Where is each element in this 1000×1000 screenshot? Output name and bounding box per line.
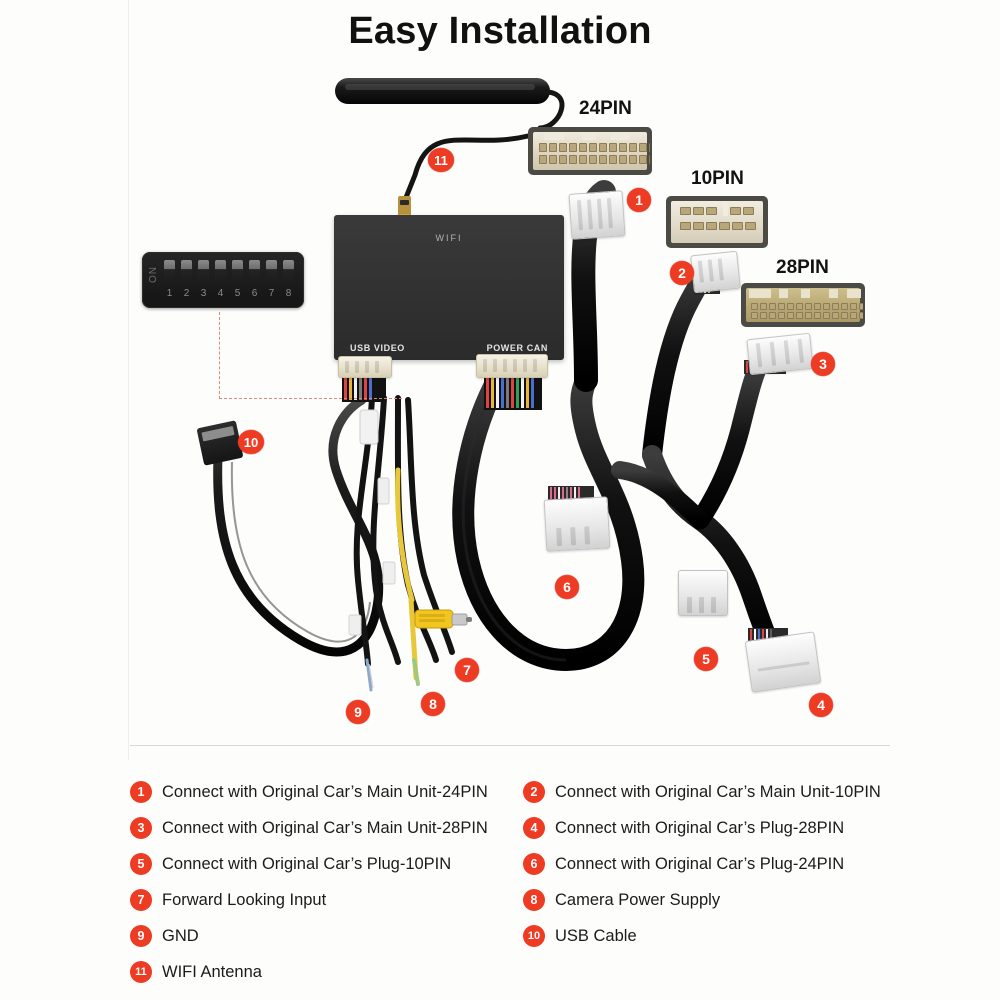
legend-text-1: Connect with Original Car’s Main Unit-24… bbox=[162, 782, 488, 801]
module-usb-video-shell bbox=[338, 356, 392, 378]
callout-badge-6[interactable]: 6 bbox=[555, 575, 579, 599]
dip-switch-number-4: 4 bbox=[217, 288, 224, 299]
diagram-area: WIFI USB VIDEO POWER CAN ON 1 2 3 4 5 6 … bbox=[142, 78, 865, 724]
left-frame-rule bbox=[128, 0, 129, 760]
control-module-box: WIFI USB VIDEO POWER CAN bbox=[334, 215, 564, 360]
legend-badge-10: 10 bbox=[523, 925, 545, 947]
legend-text-11: WIFI Antenna bbox=[162, 962, 262, 981]
dip-switch-lever-3[interactable] bbox=[198, 260, 209, 286]
legend-separator-rule bbox=[130, 745, 890, 746]
dip-switch-number-7: 7 bbox=[268, 288, 275, 299]
legend-item-11: 11 WIFI Antenna bbox=[130, 961, 262, 983]
legend-text-3: Connect with Original Car’s Main Unit-28… bbox=[162, 818, 488, 837]
callout-badge-10[interactable]: 10 bbox=[238, 430, 264, 454]
harness-shell-1 bbox=[568, 190, 626, 240]
legend-badge-9: 9 bbox=[130, 925, 152, 947]
dip-switch-lever-8[interactable] bbox=[283, 260, 294, 286]
dip-switch-lever-2[interactable] bbox=[181, 260, 192, 286]
connector-10pin bbox=[666, 196, 768, 248]
module-usb-video-label: USB VIDEO bbox=[350, 343, 405, 353]
callout-badge-5[interactable]: 5 bbox=[694, 647, 718, 671]
legend-badge-6: 6 bbox=[523, 853, 545, 875]
harness-shell-5 bbox=[678, 570, 728, 616]
legend-item-2: 2 Connect with Original Car’s Main Unit-… bbox=[523, 781, 881, 803]
wire-bundle-6 bbox=[548, 486, 594, 500]
legend-item-4: 4 Connect with Original Car’s Plug-28PIN bbox=[523, 817, 844, 839]
dip-switch-number-8: 8 bbox=[285, 288, 292, 299]
module-power-shell bbox=[476, 354, 548, 378]
legend-text-10: USB Cable bbox=[555, 926, 637, 945]
callout-badge-7[interactable]: 7 bbox=[455, 658, 479, 682]
module-power-can-label: POWER CAN bbox=[486, 343, 548, 353]
legend-text-6: Connect with Original Car’s Plug-24PIN bbox=[555, 854, 845, 873]
legend-badge-3: 3 bbox=[130, 817, 152, 839]
legend: 1 Connect with Original Car’s Main Unit-… bbox=[0, 758, 1000, 1000]
camera-power-tip bbox=[408, 597, 420, 686]
usb-a-connector bbox=[196, 420, 244, 466]
dip-switch-on-label: ON bbox=[148, 266, 159, 283]
legend-badge-4: 4 bbox=[523, 817, 545, 839]
callout-badge-3[interactable]: 3 bbox=[811, 352, 835, 376]
dip-switch-number-5: 5 bbox=[234, 288, 241, 299]
label-10pin: 10PIN bbox=[691, 168, 744, 189]
callout-badge-4[interactable]: 4 bbox=[809, 693, 833, 717]
legend-text-2: Connect with Original Car’s Main Unit-10… bbox=[555, 782, 881, 801]
legend-badge-8: 8 bbox=[523, 889, 545, 911]
harness-to-10pin bbox=[642, 258, 720, 465]
callout-badge-9[interactable]: 9 bbox=[346, 700, 370, 724]
page-title: Easy Installation bbox=[348, 10, 652, 52]
wifi-antenna bbox=[335, 78, 550, 104]
connector-24pin bbox=[528, 127, 652, 175]
dip-switch-lever-7[interactable] bbox=[266, 260, 277, 286]
legend-text-8: Camera Power Supply bbox=[555, 890, 721, 909]
connector-28pin bbox=[741, 283, 865, 327]
dip-switch-lever-1[interactable] bbox=[164, 260, 175, 286]
dip-switch-number-2: 2 bbox=[183, 288, 190, 299]
dip-leader-vertical bbox=[219, 312, 220, 399]
video-power-leads bbox=[348, 395, 455, 667]
dip-switch-lever-6[interactable] bbox=[249, 260, 260, 286]
dip-switch[interactable]: ON 1 2 3 4 5 6 7 8 bbox=[142, 252, 304, 308]
rca-plug bbox=[414, 609, 472, 629]
harness-shell-6 bbox=[543, 496, 611, 552]
module-wifi-label: WIFI bbox=[435, 233, 463, 243]
legend-item-1: 1 Connect with Original Car’s Main Unit-… bbox=[130, 781, 488, 803]
legend-item-8: 8 Camera Power Supply bbox=[523, 889, 720, 911]
dip-switch-number-6: 6 bbox=[251, 288, 258, 299]
legend-badge-11: 11 bbox=[130, 961, 152, 983]
legend-item-3: 3 Connect with Original Car’s Main Unit-… bbox=[130, 817, 488, 839]
usb-a-mouth bbox=[201, 425, 235, 442]
legend-item-10: 10 USB Cable bbox=[523, 925, 637, 947]
legend-text-7: Forward Looking Input bbox=[162, 890, 327, 909]
legend-badge-7: 7 bbox=[130, 889, 152, 911]
label-28pin: 28PIN bbox=[776, 257, 829, 278]
label-24pin: 24PIN bbox=[579, 98, 632, 119]
legend-item-9: 9 GND bbox=[130, 925, 199, 947]
legend-item-6: 6 Connect with Original Car’s Plug-24PIN bbox=[523, 853, 844, 875]
legend-text-9: GND bbox=[162, 926, 199, 945]
harness-right-branch bbox=[611, 362, 782, 660]
dip-switch-number-1: 1 bbox=[166, 288, 173, 299]
legend-item-7: 7 Forward Looking Input bbox=[130, 889, 326, 911]
callout-badge-8[interactable]: 8 bbox=[421, 692, 445, 716]
callout-badge-1[interactable]: 1 bbox=[627, 188, 651, 212]
callout-badge-11[interactable]: 11 bbox=[428, 148, 454, 172]
dip-leader-horizontal bbox=[219, 398, 402, 399]
legend-badge-1: 1 bbox=[130, 781, 152, 803]
legend-text-5: Connect with Original Car’s Plug-10PIN bbox=[162, 854, 452, 873]
legend-badge-5: 5 bbox=[130, 853, 152, 875]
harness-shell-4 bbox=[744, 631, 822, 693]
gnd-wire-tip bbox=[365, 658, 374, 692]
dip-switch-lever-5[interactable] bbox=[232, 260, 243, 286]
harness-shell-3 bbox=[746, 332, 814, 376]
harness-shell-2 bbox=[690, 250, 741, 294]
legend-text-4: Connect with Original Car’s Plug-28PIN bbox=[555, 818, 845, 837]
legend-badge-2: 2 bbox=[523, 781, 545, 803]
dip-switch-lever-4[interactable] bbox=[215, 260, 226, 286]
main-harness bbox=[452, 364, 645, 672]
legend-item-5: 5 Connect with Original Car’s Plug-10PIN bbox=[130, 853, 451, 875]
callout-badge-2[interactable]: 2 bbox=[670, 261, 694, 285]
dip-switch-number-3: 3 bbox=[200, 288, 207, 299]
wiring-harness-illustration bbox=[213, 78, 788, 692]
